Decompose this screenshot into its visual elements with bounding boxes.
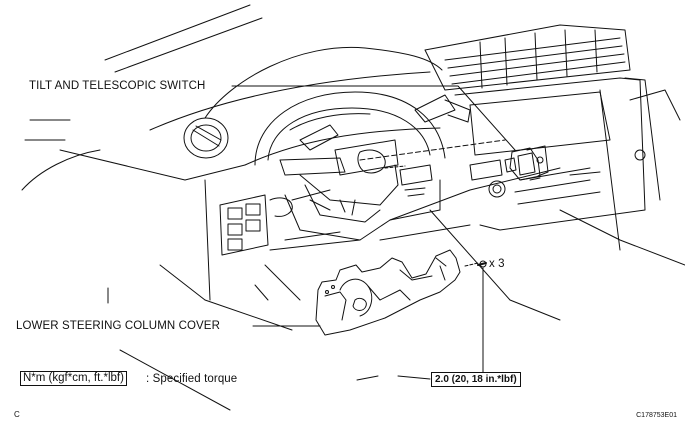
tilt-switch-leader xyxy=(231,85,516,151)
instrument-cluster xyxy=(254,91,446,166)
torque-units-legend: N*m (kgf*cm, ft.*lbf) xyxy=(20,371,127,386)
steering-column xyxy=(279,94,471,241)
screw-icon xyxy=(477,260,487,268)
dashboard-outline xyxy=(21,4,443,331)
left-air-vent xyxy=(183,117,229,159)
tilt-telescopic-switch-part xyxy=(504,145,549,181)
left-switch-panel xyxy=(219,194,293,256)
torque-legend-description: : Specified torque xyxy=(146,373,238,385)
center-console xyxy=(424,24,685,321)
tilt-switch-label: TILT AND TELESCOPIC SWITCH xyxy=(29,80,206,92)
lower-column-cover-part xyxy=(315,249,461,336)
figure-id: C178753E01 xyxy=(636,412,677,419)
quantity-label: x 3 xyxy=(489,258,505,270)
torque-value-box: 2.0 (20, 18 in.*lbf) xyxy=(431,372,521,387)
lower-dash xyxy=(254,167,561,301)
switch-dashed-short xyxy=(384,165,406,169)
switch-dashed-line xyxy=(359,139,506,161)
lower-cover-label: LOWER STEERING COLUMN COVER xyxy=(16,320,220,332)
floor-line xyxy=(119,349,231,411)
corner-letter: C xyxy=(14,410,20,419)
screw-dashed-line xyxy=(464,262,479,267)
legend-leader xyxy=(356,375,431,381)
